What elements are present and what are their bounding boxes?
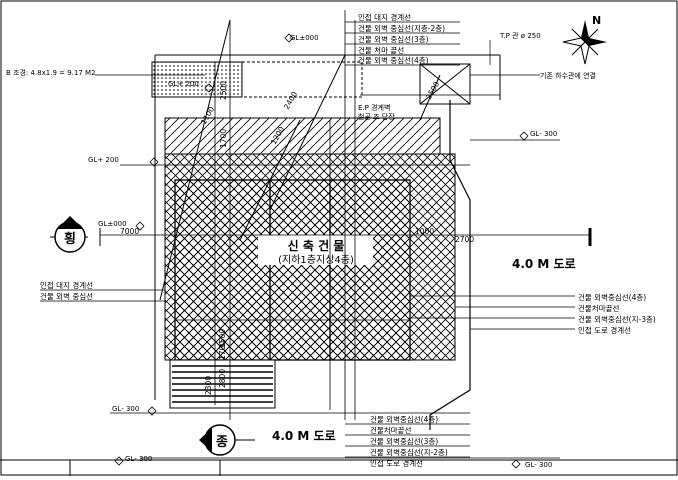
section-west-label: 횡 <box>64 231 76 247</box>
leader-right-0: 건물 외벽중심선(4층) <box>578 292 646 302</box>
leader-top-0: 인접 대지 경계선 <box>358 12 411 22</box>
dim-7000: 7000 <box>120 227 139 236</box>
leader-top-1: 건물 외벽 중심선(지층-2층) <box>358 23 445 33</box>
note-gl-se: GL- 300 <box>525 461 552 469</box>
note-sewer: 기존 하수관에 연결 <box>540 71 596 80</box>
leader-right-2: 건물 외벽중심선(지-3층) <box>578 314 656 324</box>
building-subtitle: (지하1층지상4층) <box>278 253 354 266</box>
leader-left-1: 건물 외벽 중심선 <box>40 291 93 301</box>
leader-top-4: 건물 외벽 중심선(4층) <box>358 55 429 65</box>
building-title: 신 축 건 물 <box>288 238 345 253</box>
leader-bottom-4: 인접 도로 경계선 <box>370 458 423 468</box>
leader-bottom-1: 건물처마끝선 <box>370 425 411 435</box>
section-south-label: 종 <box>216 435 228 450</box>
note-gl-200-a: GL+ 200 <box>168 80 199 88</box>
leader-group-right: 건물 외벽중심선(4층) 건물처마끝선 건물 외벽중심선(지-3층) 인접 도로… <box>578 292 656 335</box>
dim-2500b: 2500 <box>424 80 441 101</box>
building-footprint <box>174 179 411 361</box>
leader-left-0: 인접 대지 경계선 <box>40 280 93 290</box>
dim-1700: 1700 <box>219 129 228 148</box>
note-gl-sw: GL- 300 <box>112 405 139 413</box>
dim-2800: 2800 <box>218 369 227 388</box>
dim-2700: 2700 <box>455 235 474 244</box>
dim-2400: 2400 <box>282 90 299 111</box>
leader-group-left: 인접 대지 경계선 건물 외벽 중심선 <box>40 280 93 301</box>
dim-1000: 1000 <box>415 227 434 236</box>
leader-top-3: 건물 처마 끝선 <box>358 45 404 55</box>
leader-bottom-3: 건물 외벽중심선(지-2층) <box>370 447 448 457</box>
note-gl-east: GL- 300 <box>530 130 557 138</box>
dim-1500: 1500 <box>218 329 227 348</box>
sewer-box <box>419 63 471 105</box>
leader-group-bottom: 건물 외벽중심선(4층) 건물처마끝선 건물 외벽중심선(3층) 건물 외벽중심… <box>370 414 448 468</box>
section-marker-south: 종 <box>199 424 255 456</box>
road-east-label: 4.0 M 도로 <box>512 257 576 271</box>
section-marker-west: 횡 <box>50 216 88 253</box>
note-gl-s: GL- 300 <box>125 455 152 463</box>
note-gl-200-b: GL+ 200 <box>88 156 119 164</box>
leader-top-2: 건물 외벽 중심선(3층) <box>358 34 429 44</box>
compass-icon: N <box>562 14 607 65</box>
leader-bottom-0: 건물 외벽중심선(4층) <box>370 414 438 424</box>
note-wall-b: 철골 조 담장 <box>358 112 395 121</box>
note-gl-top: GL±000 <box>290 34 319 42</box>
dim-1700b: 1700 <box>218 341 227 360</box>
dim-2300: 2300 <box>204 376 213 395</box>
leader-group-top: 인접 대지 경계선 건물 외벽 중심선(지층-2층) 건물 외벽 중심선(3층)… <box>358 12 445 65</box>
note-gl-west: GL±000 <box>98 220 127 228</box>
road-south-label: 4.0 M 도로 <box>272 429 336 443</box>
leader-right-1: 건물처마끝선 <box>578 303 619 313</box>
note-pipe: T.P 관 ø 250 <box>499 31 541 40</box>
leader-right-3: 인접 도로 경계선 <box>578 325 631 335</box>
landscape-zone <box>151 61 243 98</box>
road-boundary-east <box>429 100 471 430</box>
note-slope: B 조경: 4.8x1.9 = 9.17 M2 <box>6 68 96 77</box>
compass-north-label: N <box>592 14 601 27</box>
dim-2500: 2500 <box>219 81 228 100</box>
notes-group: B 조경: 4.8x1.9 = 9.17 M2 GL±000 GL+ 200 G… <box>6 31 596 469</box>
leader-bottom-2: 건물 외벽중심선(3층) <box>370 436 438 446</box>
note-wall-a: E.P 경계벽 <box>358 103 390 112</box>
